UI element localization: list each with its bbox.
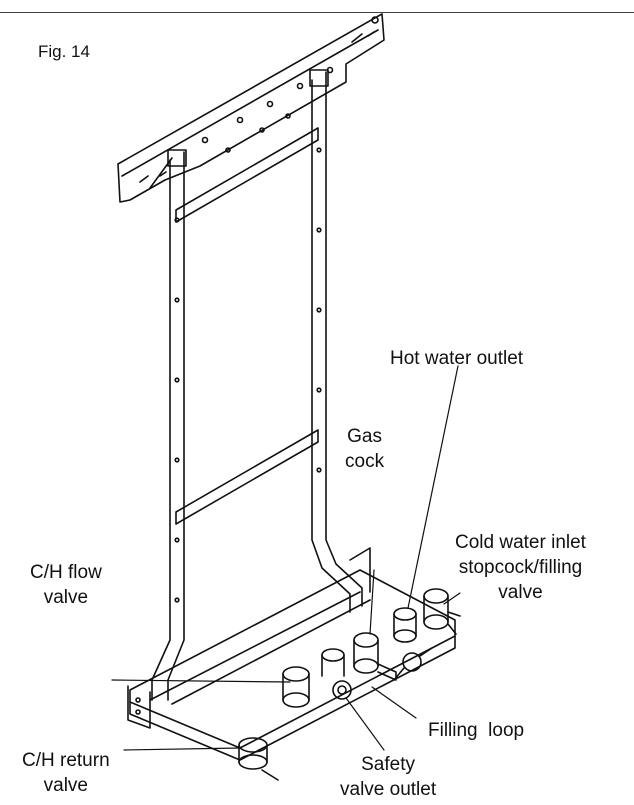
left-strap — [151, 149, 187, 701]
leader-lines — [111, 365, 461, 751]
label-filling-loop: Filling loop — [428, 720, 525, 741]
label-hot-water-outlet: Hot water outlet — [390, 348, 524, 369]
figure-label: Fig. 14 — [38, 42, 90, 61]
cross-braces — [175, 127, 319, 525]
ch-return-fitting — [238, 737, 279, 781]
ch-flow-fitting — [282, 666, 310, 708]
mounting-bracket — [117, 13, 385, 203]
filling-loop-fitting — [393, 647, 433, 681]
hot-water-fitting — [393, 607, 417, 643]
gas-cock-fitting — [353, 632, 397, 681]
cold-water-fitting — [423, 588, 461, 635]
top-rule — [0, 12, 634, 13]
safety-valve-fitting — [321, 648, 352, 700]
manifold-rail — [127, 547, 456, 761]
right-strap — [309, 69, 363, 613]
valve-fittings — [238, 588, 461, 781]
